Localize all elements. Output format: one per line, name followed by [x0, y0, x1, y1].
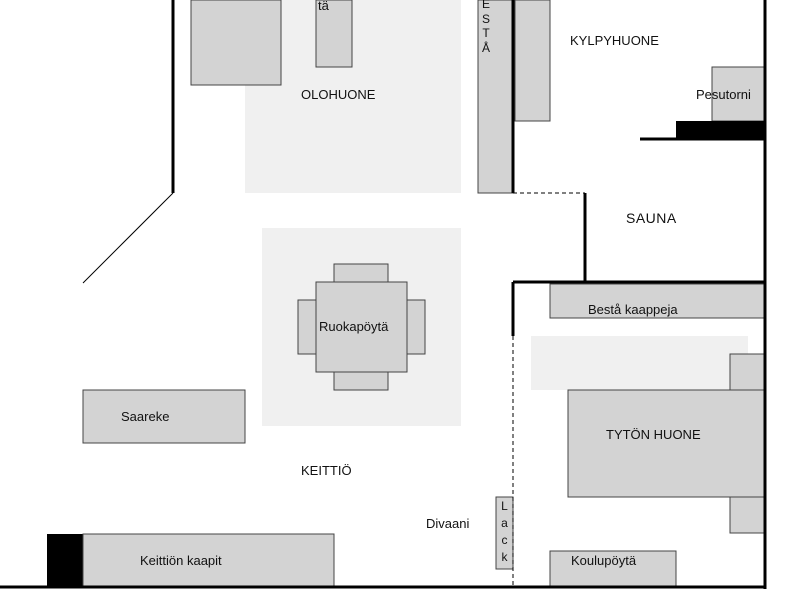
angled-wall	[82, 192, 174, 284]
sofa-label: Divaani	[426, 516, 470, 531]
lack-letter: a	[501, 516, 508, 530]
besta-letter: E	[481, 0, 490, 11]
walls	[0, 0, 767, 589]
room-label-kylpyhuone: KYLPYHUONE	[570, 33, 659, 48]
bed	[567, 389, 766, 498]
dining-table-label: Ruokapöytä	[319, 319, 389, 334]
chair-top	[333, 263, 389, 283]
bathroom-cabinet	[514, 0, 551, 122]
kitchen-cabinets	[82, 533, 335, 588]
lack-letter: L	[501, 499, 508, 513]
kitchen-cabinets-label: Keittiön kaapit	[140, 553, 222, 568]
school-desk	[549, 550, 677, 588]
besta-letter: S	[481, 11, 490, 26]
dining-table	[315, 281, 408, 373]
partial-label: tä	[318, 0, 329, 13]
lack-letter: c	[501, 533, 508, 547]
chair-bottom	[333, 371, 389, 391]
sauna-stove	[676, 121, 765, 139]
chair-left	[297, 299, 317, 355]
room-label-keittio: KEITTIÖ	[301, 463, 352, 478]
bedroom-rug	[531, 336, 748, 390]
besta-letter: Å	[481, 40, 490, 55]
living-room-cabinet	[190, 0, 282, 86]
room-label-tyton-huone: TYTÖN HUONE	[606, 427, 701, 442]
lack-vertical-label: L a c k	[496, 498, 513, 566]
school-desk-label: Koulupöytä	[571, 553, 637, 568]
island-label: Saareke	[121, 409, 170, 424]
lack-letter: k	[501, 550, 508, 564]
kitchen-appliance	[47, 534, 83, 587]
kitchen-island	[82, 389, 246, 444]
besta-cabinets-label: Bestå kaappeja	[588, 302, 678, 317]
nightstand-bottom	[729, 496, 766, 534]
nightstand-top	[729, 353, 766, 391]
shower-tower-label: Pesutorni	[696, 87, 751, 102]
room-label-olohuone: OLOHUONE	[301, 87, 376, 102]
room-label-sauna: SAUNA	[626, 210, 677, 226]
living-room-shelf	[315, 0, 353, 68]
besta-letter: T	[482, 26, 490, 40]
besta-vertical-label: E S T Å	[479, 0, 493, 55]
chair-right	[406, 299, 426, 355]
